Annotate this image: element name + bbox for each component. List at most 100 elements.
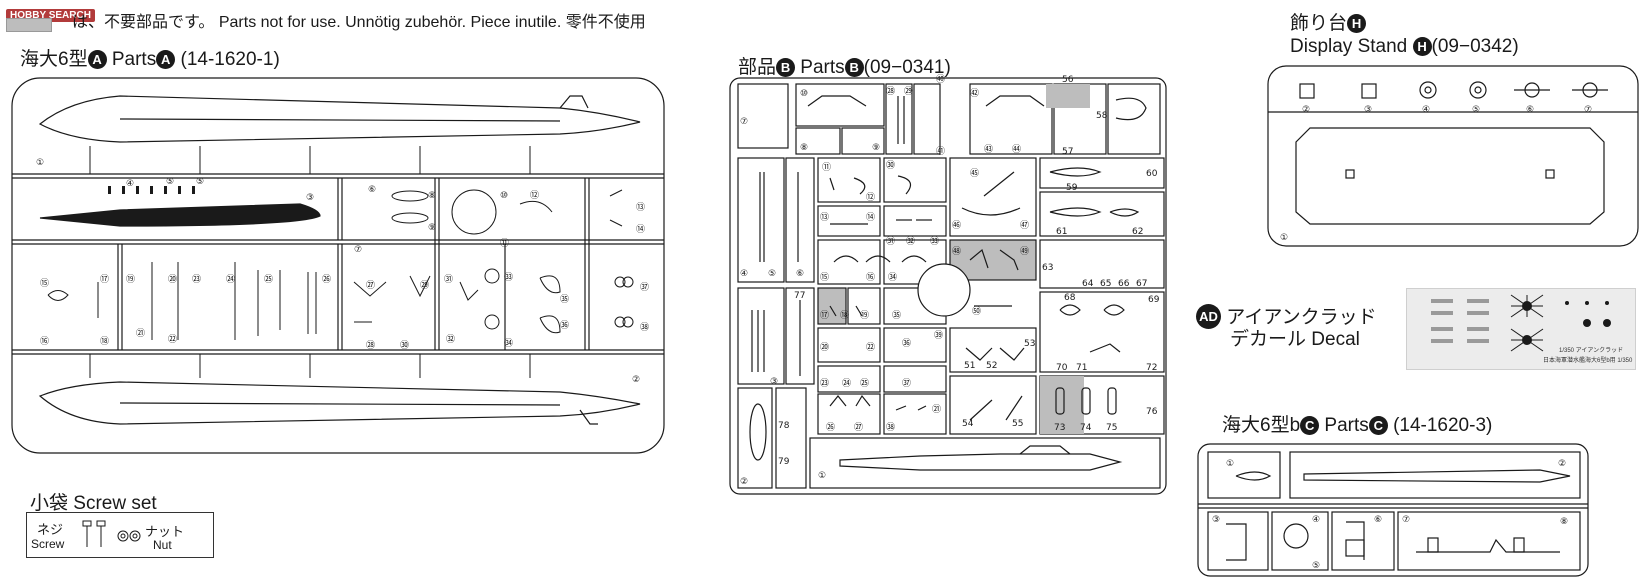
b-pn-29: ㉙ xyxy=(904,86,913,97)
b-pn-30: ㉚ xyxy=(886,160,895,171)
a-pn-23: ㉓ xyxy=(192,274,201,285)
screw-set-title: 小袋 Screw set xyxy=(30,493,157,514)
a-pn-30: ㉚ xyxy=(400,340,409,351)
b-pn-75: 75 xyxy=(1106,423,1117,433)
a-pn-25: ㉕ xyxy=(264,274,273,285)
sheet-b-code: (09−0341) xyxy=(863,57,951,78)
hull-part-2 xyxy=(38,381,641,425)
b-pn-19: ⑲ xyxy=(860,310,869,321)
c-pn-6: ⑥ xyxy=(1374,515,1382,525)
b-pn-1: ① xyxy=(818,471,826,481)
sheet-a-letter-2: A xyxy=(156,50,176,69)
b-pn-5: ⑤ xyxy=(768,269,776,279)
deck-part-3 xyxy=(39,203,321,227)
b-pn-72: 72 xyxy=(1146,363,1157,373)
b-pn-33: ㉝ xyxy=(930,236,939,247)
b-pn-46: ㊻ xyxy=(952,220,961,231)
decal-sheet-caption-2: 日本海軍潜水艦海大6型b用 1/350 xyxy=(1543,358,1633,364)
a-pn-15: ⑮ xyxy=(40,278,49,289)
a-pn-14: ⑭ xyxy=(636,224,645,235)
unused-parts-notice: は、不要部品です。 Parts not for use. Unnötig zub… xyxy=(72,14,646,31)
decal-line-1: アイアンクラッド xyxy=(1226,307,1377,328)
sheet-b-prefix: 部品 xyxy=(738,57,777,78)
a-pn-18: ⑱ xyxy=(100,336,109,347)
b-pn-28: ㉘ xyxy=(886,86,895,97)
a-pn-11: ⑪ xyxy=(500,238,509,249)
decal-dots xyxy=(1565,301,1611,327)
hull-part-1 xyxy=(38,95,641,143)
a-pn-21: ㉑ xyxy=(136,328,145,339)
c-pn-3: ③ xyxy=(1212,515,1220,525)
a-pn-9: ⑨ xyxy=(428,223,436,233)
nut-icon xyxy=(117,530,141,542)
screw-label-jp: ネジ xyxy=(37,522,64,537)
b-pn-38: ㊳ xyxy=(886,422,895,433)
decal-marks xyxy=(1431,299,1489,343)
b-pn-56: 56 xyxy=(1062,75,1074,85)
sheet-h-title-2: Display Stand H(09−0342) xyxy=(1290,36,1519,58)
a-pn-12: ⑫ xyxy=(530,190,539,201)
a-pn-24: ㉔ xyxy=(226,274,235,285)
b-pn-9: ⑨ xyxy=(872,143,880,153)
b-pn-45: ㊺ xyxy=(970,168,979,179)
b-pn-69: 69 xyxy=(1148,295,1160,305)
a-pn-8: ⑧ xyxy=(428,191,436,201)
b-pn-41: ㊶ xyxy=(936,146,945,157)
c-pn-4: ④ xyxy=(1312,515,1320,525)
b-pn-12: ⑫ xyxy=(866,192,875,203)
sheet-h-letter: H xyxy=(1347,14,1367,33)
b-pn-55: 55 xyxy=(1012,419,1023,429)
a-pn-4: ④ xyxy=(126,179,134,189)
sheet-c-frame xyxy=(1197,443,1589,577)
b-pn-23: ㉓ xyxy=(820,378,829,389)
stand-part-1 xyxy=(1295,127,1605,225)
rising-sun-flag-icon-2 xyxy=(1510,328,1544,352)
a-pn-35: ㉟ xyxy=(560,294,569,305)
sheet-h-sprue-diagram: ① ② ③ ④ ⑤ ⑥ ⑦ xyxy=(1267,65,1639,247)
a-pn-19: ⑲ xyxy=(126,274,135,285)
b-pn-73: 73 xyxy=(1054,423,1065,433)
b-pn-43: ㊸ xyxy=(984,144,993,155)
sheet-a-code: (14-1620-1) xyxy=(180,49,280,70)
b-pn-53: 53 xyxy=(1024,339,1035,349)
a-pn-3: ③ xyxy=(306,193,314,203)
b-pn-79: 79 xyxy=(778,457,790,467)
b-pn-66: 66 xyxy=(1118,279,1130,289)
sheet-h-code: (09−0342) xyxy=(1431,36,1519,57)
c-pn-5: ⑤ xyxy=(1312,561,1320,571)
sheet-c-prefix: 海大6型b xyxy=(1222,415,1301,436)
b-pn-15: ⑮ xyxy=(820,272,829,283)
sheet-a-frame xyxy=(11,77,665,454)
b-pn-34: ㉞ xyxy=(888,272,897,283)
a-pn-28: ㉘ xyxy=(366,340,375,351)
h-pn-2: ② xyxy=(1302,105,1310,115)
screw-icon xyxy=(82,520,106,547)
sheet-c-parts-word: Parts xyxy=(1324,415,1369,436)
a-pn-2: ② xyxy=(632,375,640,385)
nut-label-en: Nut xyxy=(153,538,172,552)
c-pn-8: ⑧ xyxy=(1560,517,1568,527)
nut-label-jp: ナット xyxy=(145,524,185,539)
c-pn-7: ⑦ xyxy=(1402,515,1410,525)
b-pn-77: 77 xyxy=(794,291,805,301)
sheet-b-parts-word: Parts xyxy=(800,57,845,78)
b-pn-52: 52 xyxy=(986,361,997,371)
sheet-h-name: Display Stand xyxy=(1290,36,1408,57)
b-pn-20: ⑳ xyxy=(820,342,829,353)
h-pn-3: ③ xyxy=(1364,105,1372,115)
a-pn-1: ① xyxy=(36,158,44,168)
a-pn-22: ㉒ xyxy=(168,334,177,345)
h-pn-1: ① xyxy=(1280,233,1288,243)
a-pn-32: ㉜ xyxy=(446,334,455,345)
b-pn-24: ㉔ xyxy=(842,378,851,389)
b-pn-61: 61 xyxy=(1056,227,1067,237)
a-pn-31: ㉛ xyxy=(444,274,453,285)
b-pn-22: ㉒ xyxy=(866,342,875,353)
a-pn-17: ⑰ xyxy=(100,274,109,285)
decal-line-2: デカール Decal xyxy=(1230,329,1360,350)
c-pn-2: ② xyxy=(1558,459,1566,469)
h-pn-7: ⑦ xyxy=(1584,105,1592,115)
b-pn-70: 70 xyxy=(1056,363,1068,373)
b-pn-65: 65 xyxy=(1100,279,1111,289)
